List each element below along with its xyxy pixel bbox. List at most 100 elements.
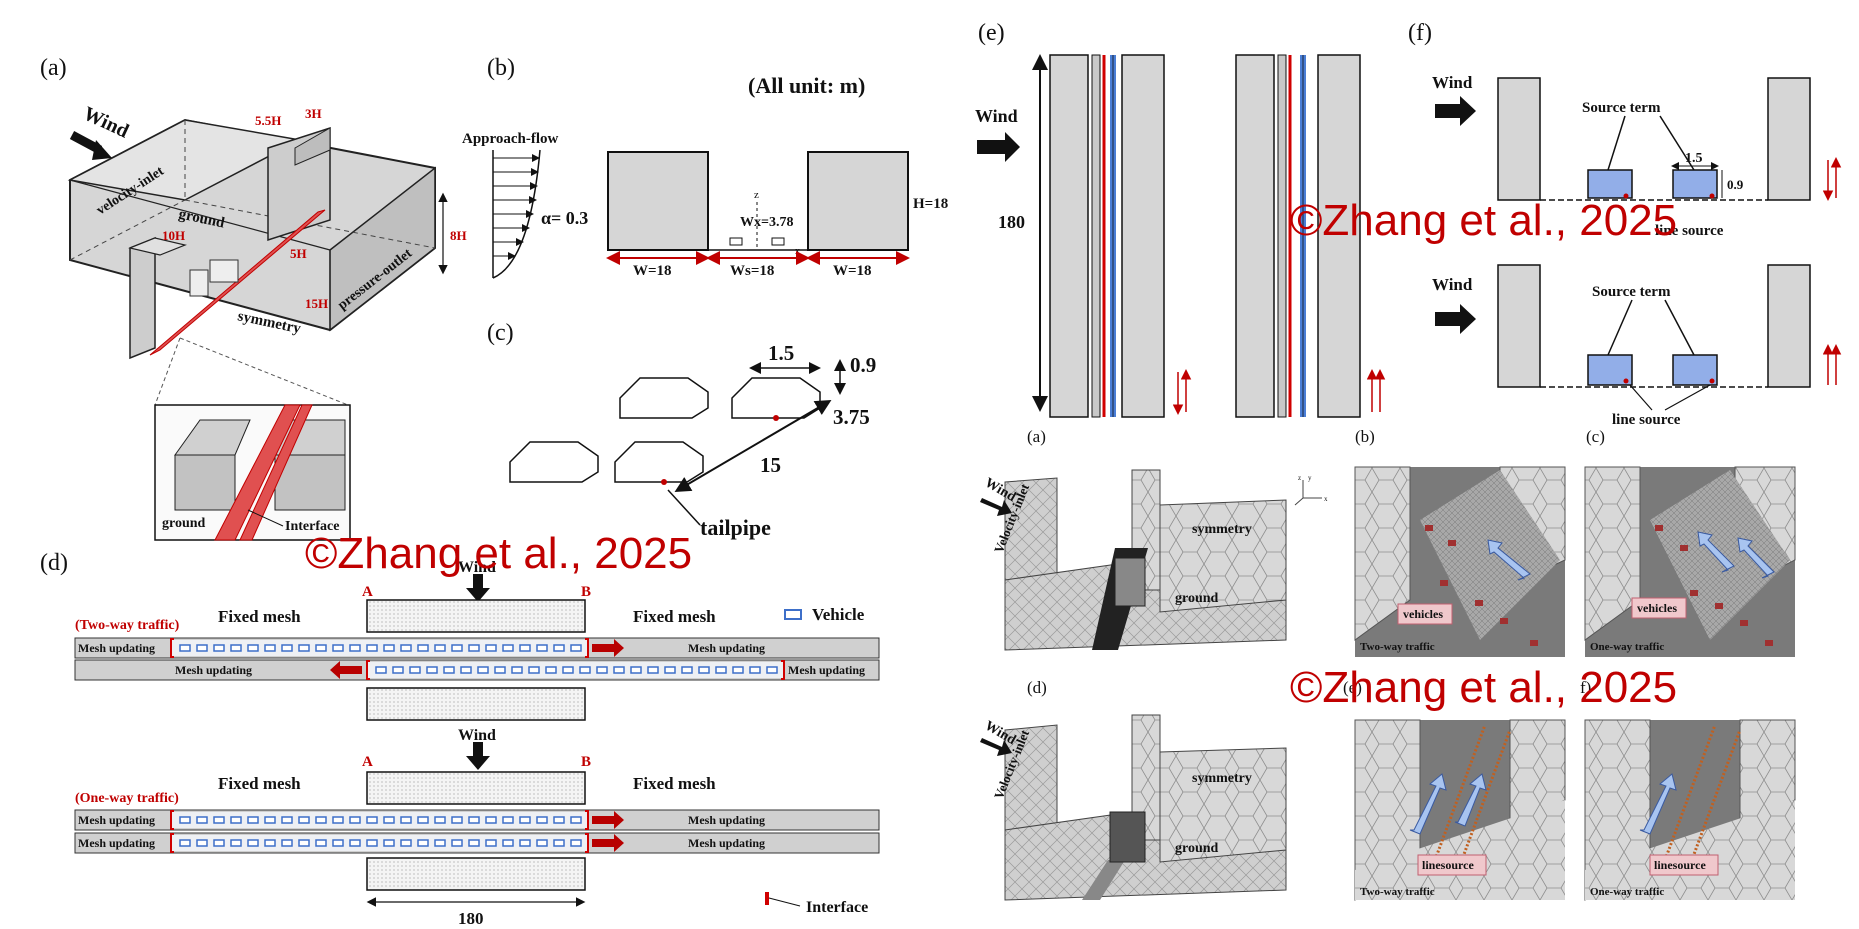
fixed-mesh-right-1: Fixed mesh	[633, 607, 716, 626]
wind-arrow-d2	[466, 742, 490, 770]
vehicle-marker	[426, 666, 438, 674]
h-label: H=18	[913, 196, 948, 212]
vehicle-marker	[451, 816, 463, 824]
vehicle-row-1	[179, 644, 582, 652]
mesh-symmetry-bottom: symmetry	[1192, 771, 1252, 786]
lane-4-left-label: Mesh updating	[78, 836, 155, 850]
panel-f: (f) Wind Source term 1.5 0.9 line source…	[1408, 20, 1842, 428]
source-box-bottom-2	[1672, 354, 1718, 386]
vehicle-marker	[230, 816, 242, 824]
ws-label: Ws=18	[730, 263, 774, 279]
lane-2-arrow	[330, 661, 362, 679]
dim-10H: 10H	[162, 228, 185, 243]
panel-f-wind-arrow-bottom	[1435, 304, 1476, 334]
mesh-ground-bottom: ground	[1175, 841, 1219, 856]
street-right-building-2	[1317, 54, 1361, 418]
vehicles-label-b: vehicles	[1403, 607, 1443, 621]
vehicle-marker	[400, 839, 412, 847]
vehicle-marker	[443, 666, 455, 674]
vehicle-marker	[230, 839, 242, 847]
point-a-2: A	[362, 754, 373, 770]
mesh-symmetry-top: symmetry	[1192, 522, 1252, 537]
vehicle-marker	[417, 644, 429, 652]
panel-f-wind-bottom: Wind	[1432, 275, 1473, 294]
vehicle-marker	[417, 816, 429, 824]
wind-arrow-d1	[466, 574, 490, 602]
vehicle-marker	[366, 644, 378, 652]
building-b-left	[607, 151, 709, 251]
vehicle-marker	[511, 666, 523, 674]
vehicle-row-3	[179, 816, 582, 824]
vehicle-marker	[528, 666, 540, 674]
vehicle-legend-icon	[784, 609, 802, 620]
vehicle-marker	[332, 816, 344, 824]
vehicle-marker	[247, 816, 259, 824]
wind-label-d1: Wind	[458, 559, 496, 576]
dim-0-9: 0.9	[850, 353, 876, 377]
dim-15: 15	[760, 453, 781, 477]
vehicle-marker	[247, 644, 259, 652]
watermark-2: ©Zhang et al., 2025	[1290, 196, 1677, 245]
panel-f-wind-arrow-top	[1435, 96, 1476, 126]
vehicle-marker	[434, 839, 446, 847]
mesh-ground-top: ground	[1175, 591, 1219, 606]
watermark-3: ©Zhang et al., 2025	[1290, 663, 1677, 712]
vehicle-marker	[553, 839, 565, 847]
vehicle-marker	[409, 666, 421, 674]
panel-e-wind-arrow	[977, 132, 1020, 162]
two-way-label: (Two-way traffic)	[75, 618, 180, 633]
one-way-label-f: One-way traffic	[1590, 886, 1664, 898]
vehicle-marker	[264, 839, 276, 847]
vehicle-marker	[213, 816, 225, 824]
vehicle-marker	[494, 666, 506, 674]
mesh-closeup-c: vehicles One-way traffic	[1584, 466, 1796, 657]
building-b-right	[807, 151, 909, 251]
vehicle-marker	[536, 839, 548, 847]
lane-4-right-label: Mesh updating	[688, 836, 765, 850]
panel-d-label: (d)	[40, 550, 68, 576]
lane-1-left-label: Mesh updating	[78, 641, 155, 655]
source-term-top: Source term	[1582, 100, 1661, 116]
vehicle-marker	[383, 644, 395, 652]
panel-e-label: (e)	[978, 20, 1005, 46]
vehicle-marker	[519, 816, 531, 824]
panel-d: (d) A B Wind Fixed mesh Fixed mesh Vehic…	[40, 550, 880, 928]
vehicle-marker	[477, 666, 489, 674]
mesh-label-e: (e)	[1343, 678, 1362, 697]
units-label: (All unit: m)	[748, 73, 865, 98]
linesource-label-e: linesource	[1422, 858, 1474, 872]
vehicle-marker	[417, 839, 429, 847]
mesh-3d-bottom: Wind Velocity-inlet symmetry ground	[980, 714, 1287, 901]
inset-ground-label: ground	[162, 516, 206, 531]
building-d2-bottom	[366, 857, 586, 891]
vehicle-marker	[485, 839, 497, 847]
vehicle-marker	[596, 666, 608, 674]
vehicle-marker	[451, 839, 463, 847]
panel-f-label: (f)	[1408, 20, 1432, 46]
vehicle-legend-label: Vehicle	[812, 605, 865, 624]
length-label-d: 180	[458, 909, 484, 928]
vehicle-marker	[502, 816, 514, 824]
two-way-label-e: Two-way traffic	[1360, 886, 1435, 898]
vehicle-row-4	[179, 839, 582, 847]
point-b-2: B	[581, 754, 591, 770]
lane-2-left-label: Mesh updating	[175, 663, 252, 677]
vehicle-marker	[349, 644, 361, 652]
vehicle-marker	[315, 839, 327, 847]
street-left-building-2	[1121, 54, 1165, 418]
vehicle-marker	[213, 839, 225, 847]
vehicle-marker	[366, 839, 378, 847]
dim-8H: 8H	[450, 228, 467, 243]
panel-e: (e) Wind 180	[975, 20, 1386, 418]
two-way-label-b: Two-way traffic	[1360, 641, 1435, 653]
vehicle-marker	[281, 839, 293, 847]
vehicle-marker	[553, 816, 565, 824]
lane-3-left-label: Mesh updating	[78, 813, 155, 827]
mesh-label-d: (d)	[1027, 678, 1047, 697]
alpha-label: α= 0.3	[541, 208, 588, 228]
vehicle-marker	[630, 666, 642, 674]
vehicle-marker	[179, 644, 191, 652]
vehicle-marker	[196, 816, 208, 824]
dim-3H: 3H	[305, 106, 322, 121]
vehicle-marker	[460, 666, 472, 674]
